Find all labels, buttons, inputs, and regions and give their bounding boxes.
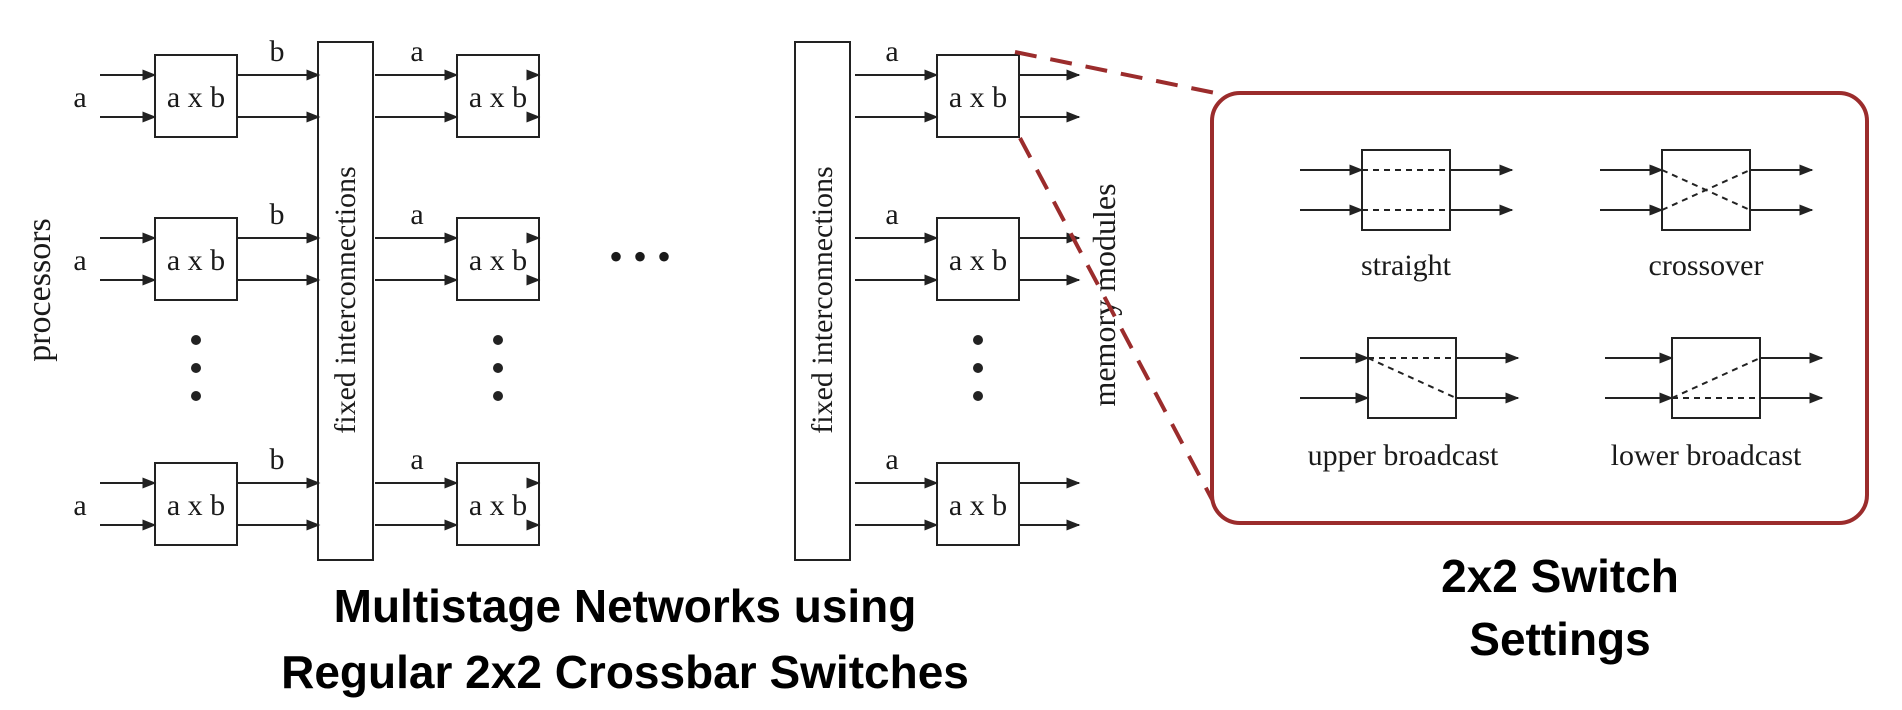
switch-stage1-0: a x b a b xyxy=(73,35,321,138)
setting-straight xyxy=(1300,149,1514,231)
rows-ellipsis-dot xyxy=(191,363,201,373)
crossbar-switch-box xyxy=(936,54,1020,138)
switch-stage2-1: a x b a xyxy=(375,198,540,301)
rows-ellipsis-dot xyxy=(973,391,983,401)
setting-crossover-label: crossover xyxy=(1649,249,1764,282)
settings-caption-line1: 2x2 Switch xyxy=(1441,550,1679,602)
switch-label: a x b xyxy=(167,244,225,277)
input-width-label: a xyxy=(410,35,423,68)
rows-ellipsis-dot xyxy=(493,363,503,373)
switch-label: a x b xyxy=(469,81,527,114)
switch-label: a x b xyxy=(949,244,1007,277)
input-width-label: a xyxy=(885,35,898,68)
crossbar-switch-box xyxy=(154,462,238,546)
input-width-label: a xyxy=(410,443,423,476)
rows-ellipsis-dot xyxy=(191,391,201,401)
switch-stage3-0: a x b a xyxy=(855,35,1081,138)
switch-label: a x b xyxy=(167,489,225,522)
switch-label: a x b xyxy=(469,489,527,522)
switch-label: a x b xyxy=(469,244,527,277)
network-caption-line1: Multistage Networks using xyxy=(334,580,917,632)
stage1-switches: a x b a b a x b a b a x b a b xyxy=(73,35,321,546)
output-width-label: b xyxy=(270,198,285,231)
rows-ellipsis-dot xyxy=(191,335,201,345)
switch-settings-panel xyxy=(1210,91,1869,525)
fixed-interconnections-bar-1 xyxy=(317,41,374,561)
memory-modules-label: memory modules xyxy=(1086,183,1122,406)
network-caption-line2: Regular 2x2 Crossbar Switches xyxy=(281,646,969,698)
fixed-interconnections-bar-2 xyxy=(794,41,851,561)
crossbar-switch-box xyxy=(456,462,540,546)
zoom-line-top xyxy=(1014,50,1226,97)
switch-stage1-2: a x b a b xyxy=(73,443,321,546)
setting-lower-broadcast-label: lower broadcast xyxy=(1611,439,1802,472)
setting-upper-broadcast xyxy=(1300,337,1520,419)
output-width-label: b xyxy=(270,35,285,68)
fixed-interconnections-label-2: fixed interconnections xyxy=(806,166,839,433)
switch-label: a x b xyxy=(949,81,1007,114)
switch-label: a x b xyxy=(167,81,225,114)
input-width-label: a xyxy=(73,489,86,522)
rows-ellipsis-dot xyxy=(973,335,983,345)
switch-stage2-0: a x b a xyxy=(375,35,540,138)
crossbar-switch-box xyxy=(936,462,1020,546)
stage2-switches: a x b a a x b a a x b a xyxy=(375,35,540,546)
setting-upper-broadcast-label: upper broadcast xyxy=(1308,439,1499,472)
switch-stage1-1: a x b a b xyxy=(73,198,321,301)
setting-crossover xyxy=(1600,149,1814,231)
processors-label: processors xyxy=(21,218,58,362)
fixed-interconnections-label-1: fixed interconnections xyxy=(329,166,362,433)
rows-ellipsis-dot xyxy=(973,363,983,373)
output-width-label: b xyxy=(270,443,285,476)
setting-straight-label: straight xyxy=(1361,249,1452,282)
switch-stage3-2: a x b a xyxy=(855,443,1081,546)
switch-stage2-2: a x b a xyxy=(375,443,540,546)
last-stage-switches: a x b a a x b a a x b a xyxy=(855,35,1081,546)
switch-stage3-1: a x b a xyxy=(855,198,1081,301)
input-width-label: a xyxy=(410,198,423,231)
crossbar-switch-box xyxy=(456,217,540,301)
switch-label: a x b xyxy=(949,489,1007,522)
input-width-label: a xyxy=(885,198,898,231)
rows-ellipsis-dot xyxy=(493,391,503,401)
rows-ellipsis-dot xyxy=(493,335,503,345)
input-width-label: a xyxy=(73,81,86,114)
setting-lower-broadcast xyxy=(1605,337,1824,419)
input-width-label: a xyxy=(885,443,898,476)
stage-ellipsis: • • • xyxy=(609,234,671,279)
input-width-label: a xyxy=(73,244,86,277)
crossbar-switch-box xyxy=(154,217,238,301)
settings-caption-line2: Settings xyxy=(1469,613,1650,665)
crossbar-switch-box xyxy=(936,217,1020,301)
crossbar-switch-box xyxy=(154,54,238,138)
crossbar-switch-box xyxy=(456,54,540,138)
